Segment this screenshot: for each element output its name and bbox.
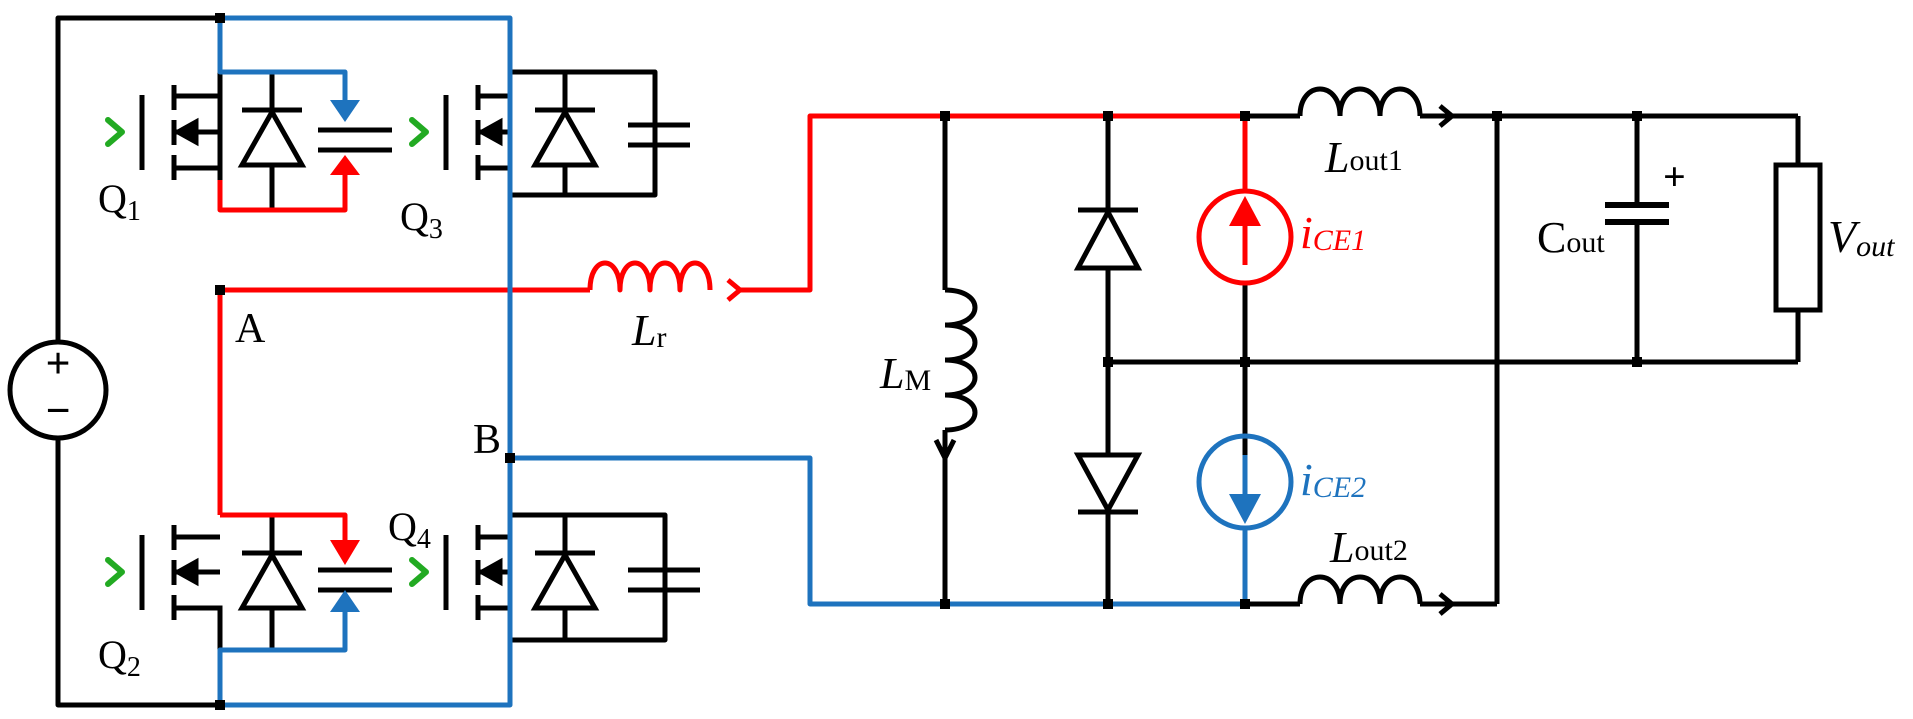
gate-markers <box>105 117 429 587</box>
negative-current-path <box>217 15 1294 708</box>
label-q4: Q4 <box>388 504 431 555</box>
output-inductor-1 <box>1297 86 1456 128</box>
arrow-up-icon <box>330 155 360 175</box>
label-lm: LM <box>879 349 931 398</box>
cap-plus: + <box>1663 154 1686 199</box>
load-resistor <box>1773 162 1823 313</box>
arrow-down-icon <box>330 540 360 565</box>
q2-body-diode <box>237 515 307 650</box>
label-q3: Q3 <box>400 194 443 245</box>
label-lout1: Lout1 <box>1324 133 1403 182</box>
mosfet-q3 <box>443 85 510 180</box>
label-ice1: iCE1 <box>1300 207 1366 258</box>
junction-dots <box>215 13 1642 710</box>
source-arrow-down-icon <box>1229 494 1261 524</box>
base-wiring <box>55 15 1801 708</box>
rectifier-diode-bottom <box>1073 452 1143 516</box>
q3-body-diode <box>530 72 690 195</box>
label-q1: Q1 <box>98 176 141 227</box>
arrow-up-icon <box>330 590 360 612</box>
mosfet-q4 <box>443 525 510 620</box>
gate-q2-icon <box>105 557 125 587</box>
dc-source: + − <box>7 339 109 441</box>
mosfet-q2 <box>139 525 223 650</box>
q2-snubber-cap <box>318 567 392 593</box>
label-node-b: B <box>473 417 501 463</box>
positive-path-arrows <box>330 155 1261 565</box>
negative-path-arrows <box>330 100 1261 612</box>
label-cout: Cout <box>1537 213 1605 262</box>
label-q2: Q2 <box>98 632 141 683</box>
q1-snubber-cap <box>318 127 392 153</box>
gate-q3-icon <box>409 117 429 147</box>
positive-current-path <box>217 113 1294 540</box>
label-lr: Lr <box>631 306 666 355</box>
source-plus: + <box>45 339 70 388</box>
q4-body-diode <box>530 515 700 640</box>
label-vout: Vout <box>1828 211 1895 263</box>
arrow-down-icon <box>330 100 360 122</box>
output-inductor-2 <box>1297 574 1456 616</box>
output-capacitor: + <box>1605 154 1686 225</box>
label-lout2: Lout2 <box>1329 523 1408 572</box>
label-ice2: iCE2 <box>1300 454 1366 505</box>
gate-q4-icon <box>409 557 429 587</box>
label-node-a: A <box>235 306 266 352</box>
mosfet-q1 <box>139 72 223 180</box>
source-minus: − <box>45 386 70 435</box>
q1-body-diode <box>237 72 307 208</box>
rectifier-diode-top <box>1073 206 1143 271</box>
gate-q1-icon <box>105 117 125 147</box>
source-arrow-up-icon <box>1229 196 1261 226</box>
magnetizing-inductor <box>933 287 978 464</box>
